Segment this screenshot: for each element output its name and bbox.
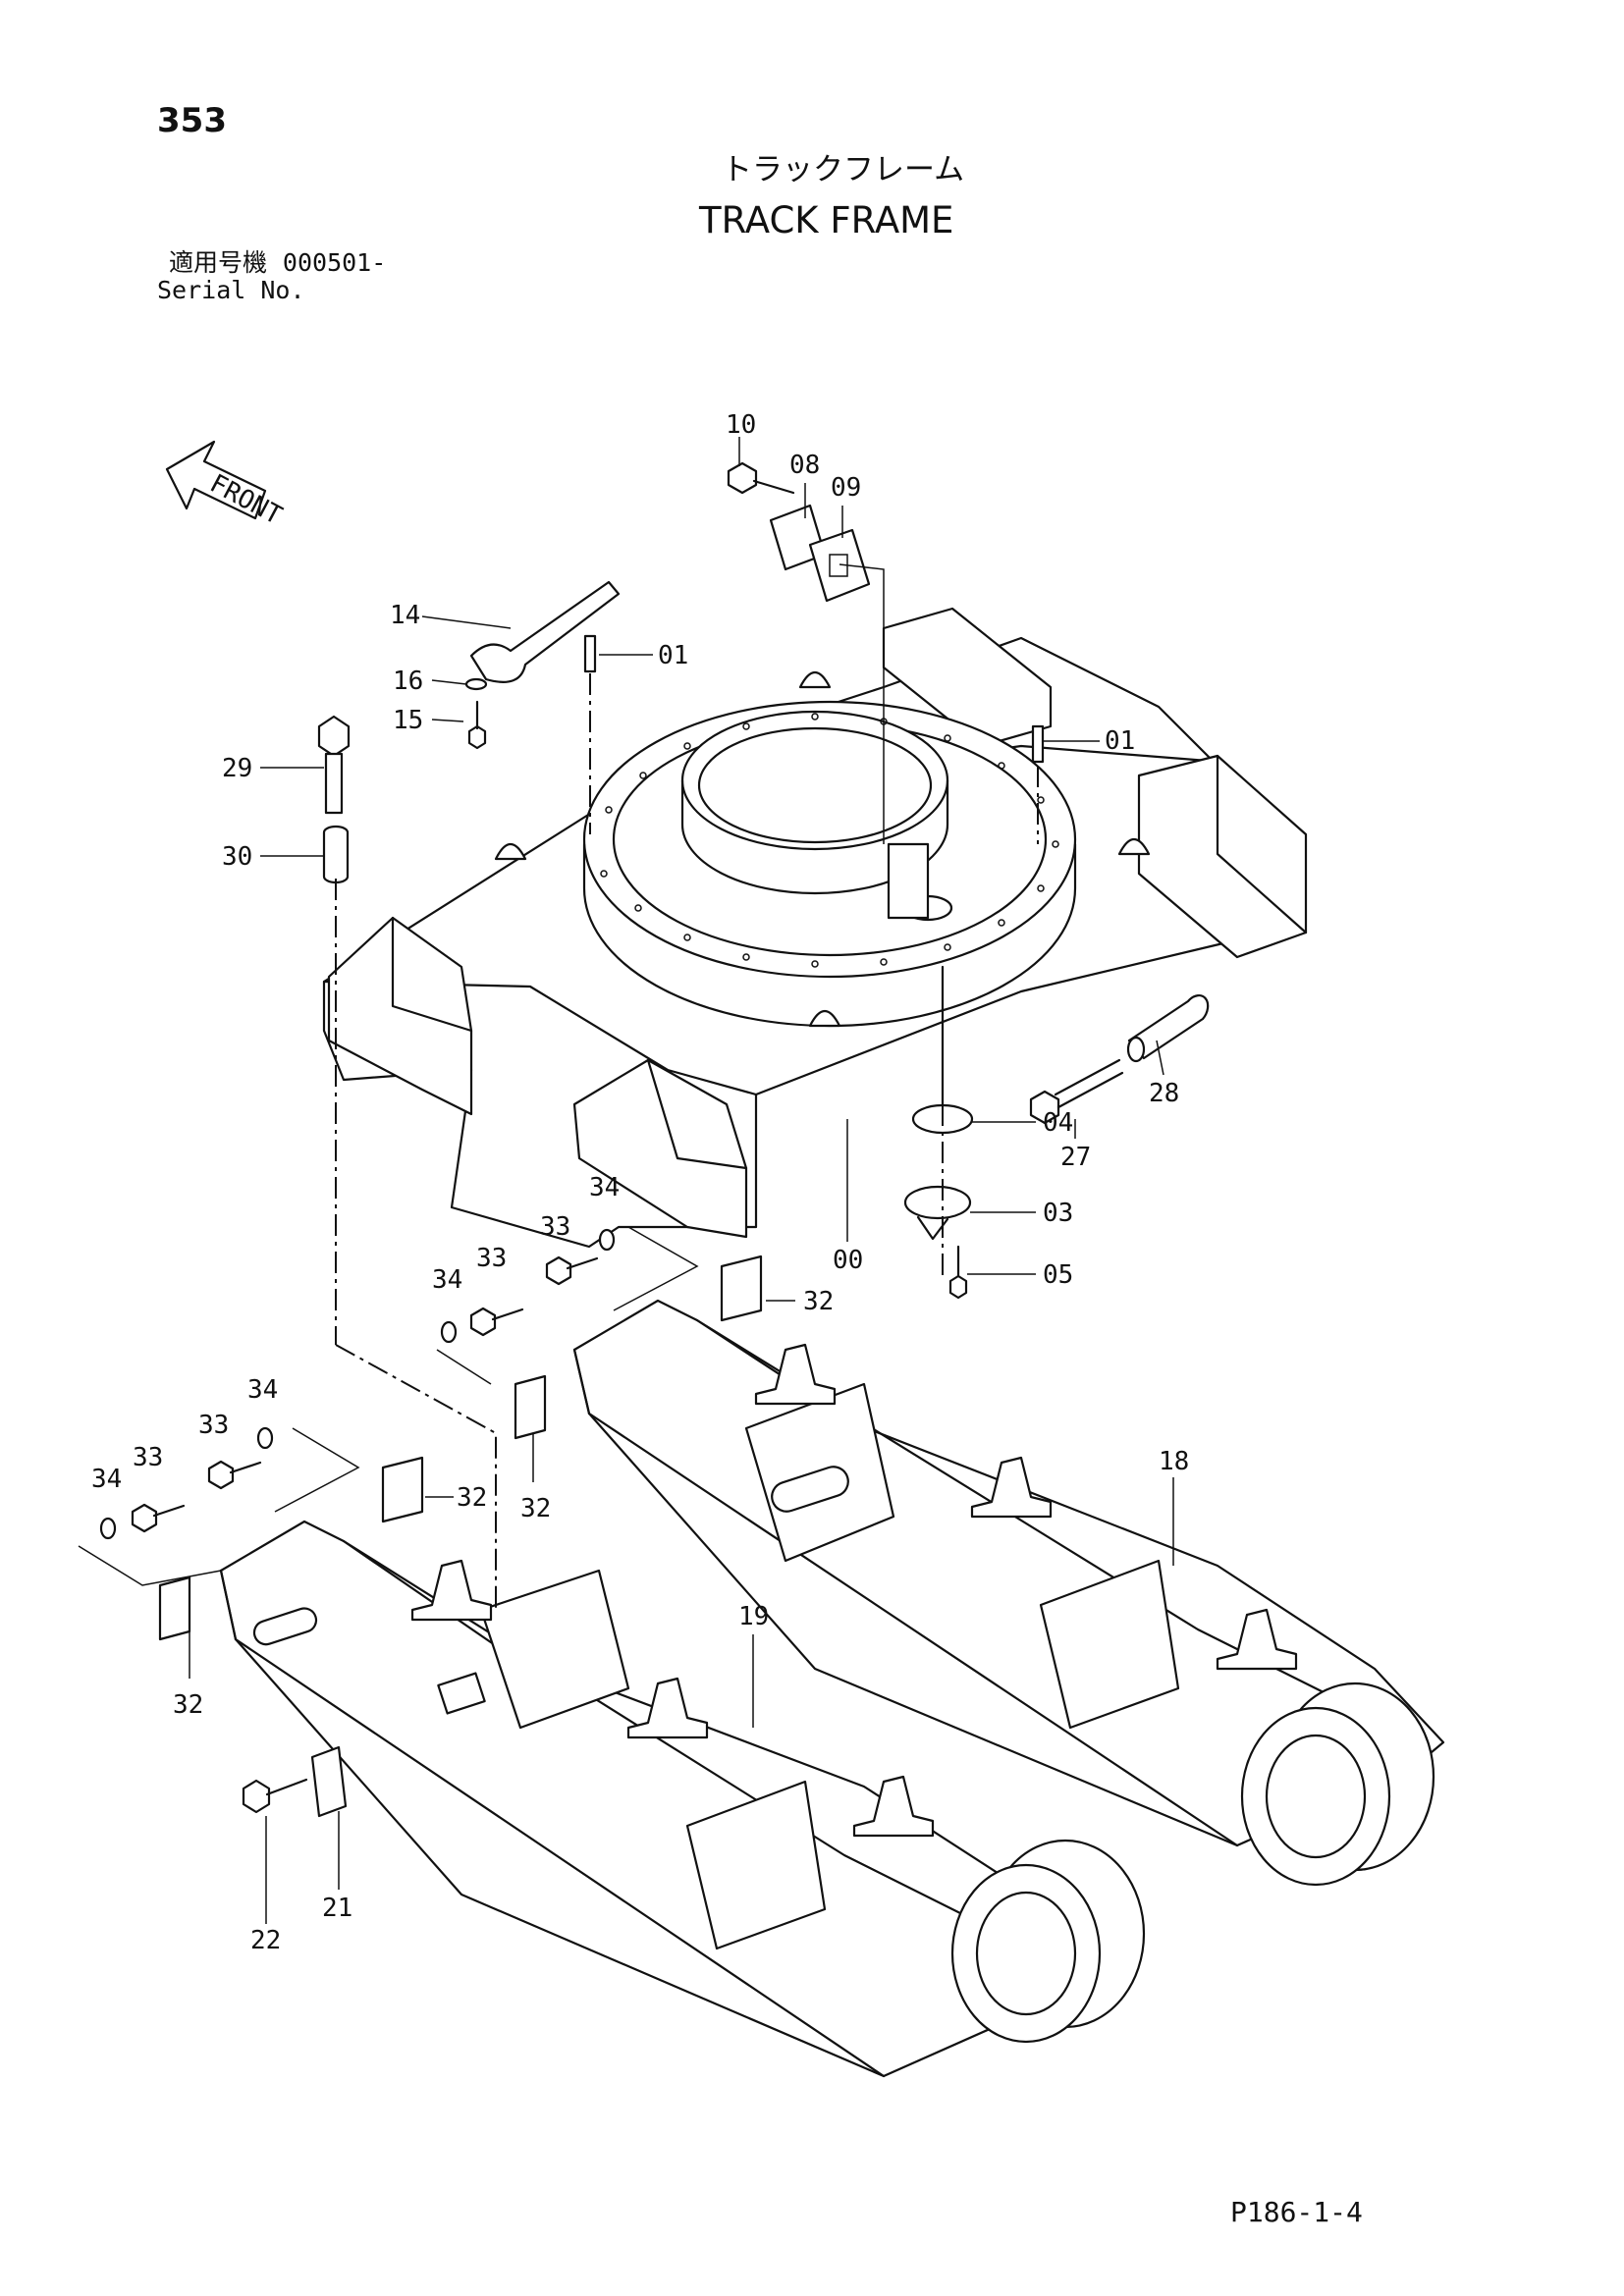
front-arrow-label: FRONT: [205, 469, 287, 531]
callout-18: 18: [1159, 1447, 1189, 1476]
callout-15: 15: [393, 706, 423, 735]
callout-14: 14: [390, 601, 420, 630]
serial-line: 適用号機 000501-: [169, 250, 386, 275]
drawing-code: P186-1-4: [1230, 2196, 1363, 2228]
page-title: TRACK FRAME: [699, 199, 954, 241]
callout-32-b: 32: [520, 1494, 551, 1523]
serial-label-jp: 適用号機: [169, 248, 268, 277]
callout-21: 21: [322, 1894, 352, 1923]
callout-33-c: 33: [198, 1411, 229, 1440]
serial-label-en: Serial No.: [157, 276, 305, 304]
title-japanese: トラックフレーム: [722, 152, 965, 187]
track-frame-right: [572, 1299, 1445, 1887]
callout-32-d: 32: [173, 1690, 203, 1720]
callout-34-b: 34: [432, 1265, 462, 1295]
callout-33-d: 33: [133, 1443, 163, 1472]
callout-34-c: 34: [247, 1375, 278, 1405]
callout-10: 10: [726, 410, 756, 440]
track-frame-left: [219, 1520, 1146, 2078]
callout-03: 03: [1043, 1199, 1073, 1228]
callout-09: 09: [831, 473, 861, 503]
callout-34-d: 34: [91, 1465, 122, 1494]
center-frame: [322, 607, 1308, 1249]
page-number: 353: [157, 101, 227, 140]
callout-33-a: 33: [540, 1212, 570, 1242]
callout-34-a: 34: [589, 1173, 620, 1202]
front-arrow-icon: FRONT: [165, 440, 287, 531]
callout-00: 00: [833, 1246, 863, 1275]
callout-04: 04: [1043, 1108, 1073, 1138]
leader-lines: [189, 437, 1174, 1924]
upper-small-parts: [317, 461, 1210, 1300]
callout-22: 22: [250, 1926, 281, 1955]
callout-28: 28: [1149, 1079, 1179, 1108]
serial-value: 000501-: [282, 248, 387, 277]
callout-08: 08: [789, 451, 820, 480]
callout-33-b: 33: [476, 1244, 507, 1273]
lower-small-parts: [78, 1226, 763, 1641]
callout-01-left: 01: [658, 641, 688, 670]
callout-01-right: 01: [1105, 726, 1135, 756]
callout-27: 27: [1060, 1143, 1091, 1172]
callout-32-a: 32: [803, 1287, 834, 1316]
callout-32-c: 32: [457, 1483, 487, 1513]
assembly-lines: [335, 563, 1039, 1610]
callout-19: 19: [738, 1602, 769, 1631]
callout-05: 05: [1043, 1260, 1073, 1290]
callout-labels: 10 08 09 14 16 15 01 01 29 30 28 27 04 0…: [91, 410, 1189, 1955]
callout-29: 29: [222, 754, 252, 783]
callout-16: 16: [393, 667, 423, 696]
callout-30: 30: [222, 842, 252, 872]
